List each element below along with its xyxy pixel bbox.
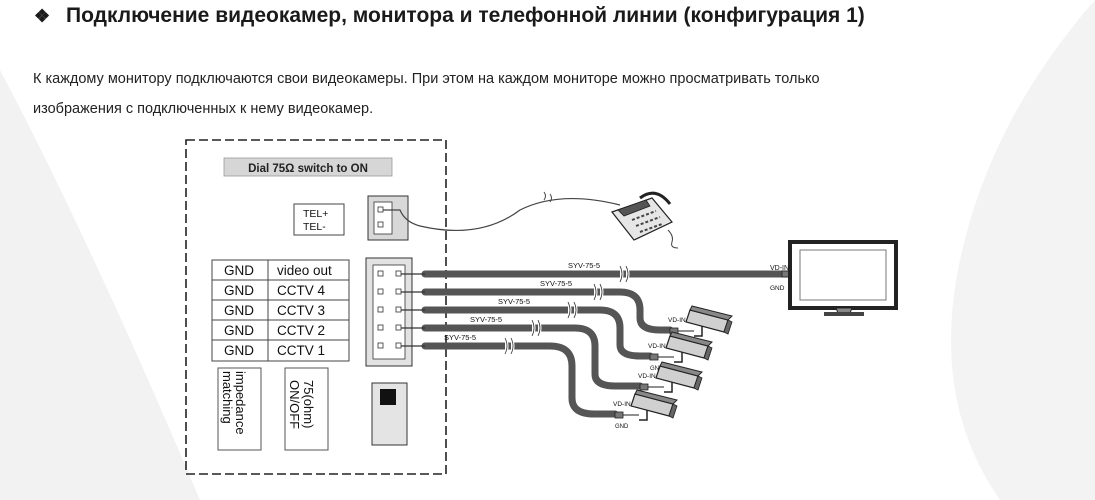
camera-vd-in-label: VD-IN [648, 343, 666, 350]
tel-label-box [293, 203, 345, 236]
terminal-gnd-label: GND [224, 283, 254, 298]
coax-cable [421, 324, 644, 390]
cable-type-label: SYV-75-5 [444, 333, 476, 342]
diamond-bullet-icon: ❖ [34, 6, 51, 26]
terminal-gnd-label: GND [224, 323, 254, 338]
terminal-table [211, 259, 350, 362]
connector-pin [377, 270, 384, 277]
camera-gnd-label: GND [615, 424, 629, 430]
terminal-signal-label: video out [277, 263, 332, 278]
cctv-camera-icon: VD-IN GND [613, 389, 678, 430]
description-paragraph: К каждому монитору подключаются свои вид… [33, 64, 1073, 124]
tel-connector [367, 195, 409, 241]
impedance-label-line1: impedance [233, 371, 248, 435]
impedance-switch-box [217, 367, 262, 451]
tel-minus-label: TEL- [303, 221, 326, 233]
connector-pin [377, 324, 384, 331]
cable-type-label: SYV-75-5 [498, 297, 530, 306]
paragraph-line-1: К каждому монитору подключаются свои вид… [33, 71, 820, 87]
dial-note-box [223, 157, 393, 177]
tel-plus-label: TEL+ [303, 208, 328, 220]
section-heading: ❖ Подключение видеокамер, монитора и теле… [34, 4, 865, 28]
camera-gnd-label: GND [650, 366, 664, 372]
camera-vd-in-label: VD-IN [668, 317, 686, 324]
paragraph-line-2: изображения с подключенных к нему видеок… [33, 101, 374, 117]
device-panel [185, 139, 447, 475]
camera-vd-in-label: VD-IN [638, 373, 656, 380]
monitor-vd-in-label: VD-IN [770, 265, 789, 272]
coax-cable [421, 288, 674, 334]
terminal-signal-label: CCTV 4 [277, 283, 326, 298]
cable-type-label: SYV-75-5 [470, 315, 502, 324]
section-title: Подключение видеокамер, монитора и телеф… [66, 4, 865, 27]
ohm-label-line2: ON/OFF [287, 380, 302, 429]
cable-type-label: SYV-75-5 [568, 261, 600, 270]
coax-cable [421, 342, 619, 418]
dial-note-text: Dial 75Ω switch to ON [248, 163, 368, 175]
monitor-gnd-label: GND [770, 285, 785, 292]
cctv-camera-icon: VD-IN GND [648, 331, 713, 372]
impedance-label-line2: matching [220, 371, 235, 424]
camera-vd-in-label: VD-IN [613, 401, 631, 408]
terminal-signal-label: CCTV 3 [277, 303, 325, 318]
connector-pin [377, 306, 384, 313]
terminal-signal-label: CCTV 1 [277, 343, 325, 358]
connector-pin [377, 288, 384, 295]
terminal-signal-label: CCTV 2 [277, 323, 325, 338]
connector-pin [377, 342, 384, 349]
terminal-gnd-label: GND [224, 263, 254, 278]
telephone-icon [611, 191, 679, 249]
ohm-label-line1: 75(ohm) [301, 380, 316, 428]
monitor-icon [788, 240, 898, 316]
telephone-line [383, 197, 621, 231]
dip-switch [371, 382, 408, 446]
cable-type-label: SYV-75-5 [540, 279, 572, 288]
terminal-gnd-label: GND [224, 303, 254, 318]
ohm-switch-box [284, 367, 329, 451]
terminal-gnd-label: GND [224, 343, 254, 358]
coax-cable [421, 306, 654, 360]
